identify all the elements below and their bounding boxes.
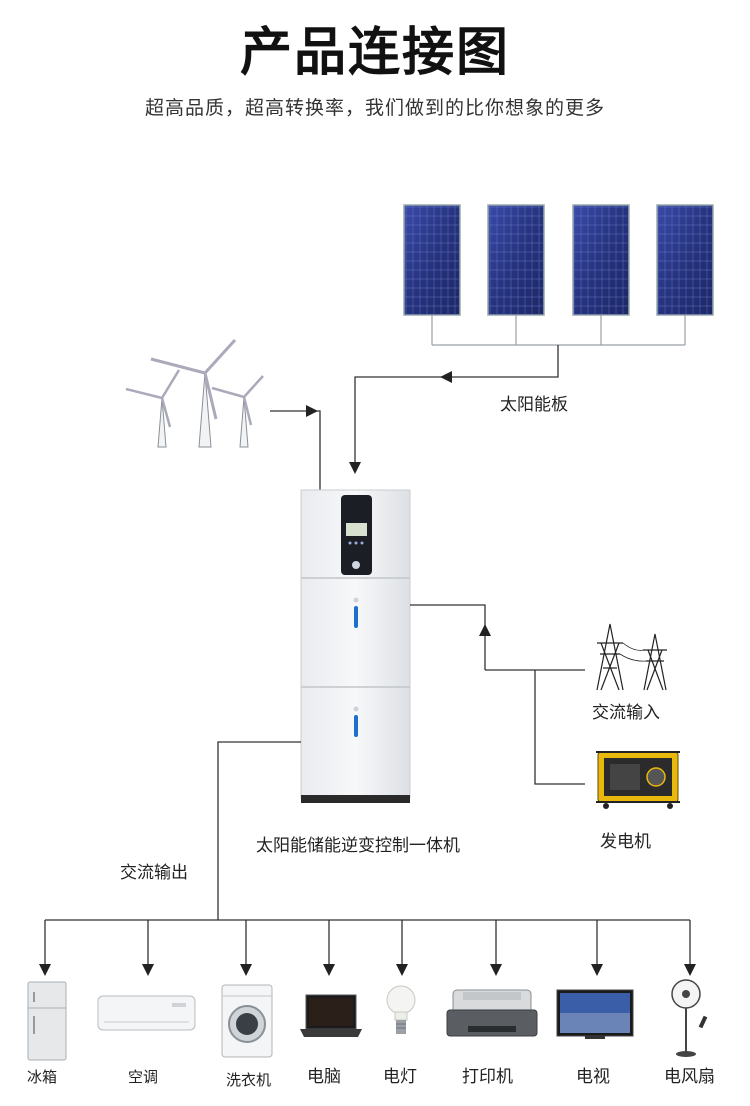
power-button-icon	[352, 561, 360, 569]
arrow-down-icon	[142, 964, 154, 976]
page-title: 产品连接图	[239, 23, 510, 83]
solar-wiring	[431, 315, 686, 346]
arrow-down-icon	[490, 964, 502, 976]
arrow-up-icon	[479, 624, 491, 636]
load-label-air-conditioner: 空调	[128, 1068, 159, 1086]
arrow-down-icon	[240, 964, 252, 976]
wind-turbines	[125, 338, 264, 448]
generator-icon	[596, 751, 680, 809]
ac-input-wiring	[410, 604, 585, 785]
battery-indicator-icon	[354, 715, 358, 737]
solar-panel-icon	[656, 204, 714, 316]
arrow-left-icon	[440, 371, 452, 383]
solar-panels	[403, 204, 714, 316]
wind-turbine-icon	[150, 338, 237, 448]
refrigerator-icon	[27, 981, 67, 1061]
arrow-down-icon	[684, 964, 696, 976]
arrow-down-icon	[396, 964, 408, 976]
air-conditioner-icon	[97, 995, 196, 1031]
power-tower-icon	[596, 623, 667, 691]
inverter-label: 太阳能储能逆变控制一体机	[256, 836, 460, 856]
solar-panel-icon	[487, 204, 545, 316]
solar-panel-icon	[403, 204, 461, 316]
washing-machine-icon	[221, 984, 273, 1058]
load-label-light: 电灯	[383, 1067, 417, 1087]
solar-feed-line	[354, 345, 559, 470]
solar-panel-icon	[572, 204, 630, 316]
wind-turbine-icon	[211, 375, 264, 448]
grid-input-label: 交流输入	[592, 703, 660, 723]
ac-output-label: 交流输出	[120, 863, 188, 883]
arrow-down-icon	[39, 964, 51, 976]
arrow-down-icon	[349, 462, 361, 474]
load-label-tv: 电视	[576, 1067, 610, 1087]
generator-label: 发电机	[600, 832, 651, 852]
wind-turbine-icon	[125, 369, 181, 448]
printer-icon	[446, 989, 538, 1037]
solar-panel-label: 太阳能板	[500, 395, 568, 415]
laptop-icon	[300, 994, 362, 1037]
lcd-screen-icon	[346, 523, 367, 536]
load-label-refrigerator: 冰箱	[27, 1068, 58, 1086]
tv-icon	[556, 989, 634, 1039]
electric-fan-icon	[671, 979, 708, 1057]
wind-feed-line	[270, 410, 321, 490]
light-bulb-icon	[386, 985, 416, 1034]
load-label-washing-machine: 洗衣机	[226, 1071, 272, 1089]
arrow-down-icon	[323, 964, 335, 976]
inverter-cabinet	[300, 489, 411, 803]
battery-indicator-icon	[354, 606, 358, 628]
ac-output-wiring	[44, 741, 691, 968]
load-label-fan: 电风扇	[664, 1067, 715, 1087]
page-subtitle: 超高品质，超高转换率，我们做到的比你想象的更多	[144, 97, 605, 119]
load-label-computer: 电脑	[307, 1067, 341, 1087]
arrow-down-icon	[591, 964, 603, 976]
output-arrows	[39, 964, 696, 976]
load-label-printer: 打印机	[462, 1067, 513, 1087]
arrow-right-icon	[306, 405, 318, 417]
